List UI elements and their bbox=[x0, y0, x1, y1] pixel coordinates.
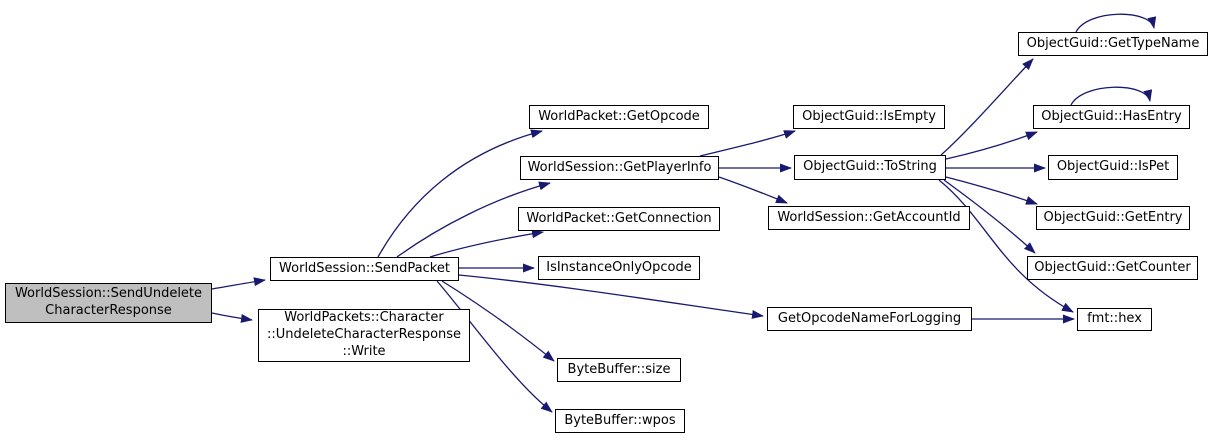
node-label: ObjectGuid::HasEntry bbox=[1041, 108, 1182, 124]
node-label: WorldPackets::Character ::UndeleteCharac… bbox=[266, 310, 462, 359]
edge-send-undelete-to-send-packet bbox=[211, 277, 266, 290]
node-objectguid-gettypename[interactable]: ObjectGuid::GetTypeName bbox=[1018, 32, 1208, 56]
node-worldpacket-getconnection[interactable]: WorldPacket::GetConnection bbox=[518, 207, 720, 231]
node-label: IsInstanceOnlyOpcode bbox=[546, 259, 692, 275]
node-objectguid-getentry[interactable]: ObjectGuid::GetEntry bbox=[1036, 206, 1190, 230]
edge-to-string-to-get-entry bbox=[945, 176, 1038, 205]
node-worldpacket-getopcode[interactable]: WorldPacket::GetOpcode bbox=[529, 105, 709, 129]
edge-send-packet-to-get-connection bbox=[429, 229, 544, 258]
edge-send-undelete-to-write bbox=[211, 312, 253, 323]
node-worldsession-getplayerinfo[interactable]: WorldSession::GetPlayerInfo bbox=[520, 156, 719, 180]
node-objectguid-ispet[interactable]: ObjectGuid::IsPet bbox=[1048, 155, 1178, 180]
edge-send-packet-to-get-opcode bbox=[377, 129, 543, 258]
node-label: ObjectGuid::IsPet bbox=[1056, 159, 1170, 175]
node-objectguid-getcounter[interactable]: ObjectGuid::GetCounter bbox=[1027, 256, 1198, 280]
node-label: fmt::hex bbox=[1087, 311, 1142, 327]
node-worldsession-sendpacket[interactable]: WorldSession::SendPacket bbox=[270, 257, 459, 281]
node-label: ByteBuffer::wpos bbox=[564, 412, 676, 428]
node-label: WorldSession::SendPacket bbox=[279, 260, 450, 276]
node-worldsession-getaccountid[interactable]: WorldSession::GetAccountId bbox=[768, 206, 970, 230]
edge-send-packet-to-byte-buffer-size bbox=[441, 280, 555, 362]
node-worldsession-sendundeletecharacterresponse: WorldSession::SendUndelete CharacterResp… bbox=[5, 283, 212, 323]
edge-to-string-to-fmt-hex bbox=[938, 179, 1074, 313]
node-worldpackets-character-undeletecharacterresponse-write[interactable]: WorldPackets::Character ::UndeleteCharac… bbox=[258, 309, 470, 362]
node-label: ObjectGuid::GetEntry bbox=[1043, 209, 1183, 225]
node-getopcodenameforlogging[interactable]: GetOpcodeNameForLogging bbox=[767, 307, 972, 331]
edge-has-entry-self-loop bbox=[1070, 86, 1153, 106]
node-label: ByteBuffer::size bbox=[567, 361, 671, 377]
edge-send-packet-to-get-player-info bbox=[396, 181, 551, 258]
node-bytebuffer-size[interactable]: ByteBuffer::size bbox=[557, 358, 681, 382]
node-fmt-hex[interactable]: fmt::hex bbox=[1077, 308, 1152, 331]
node-label: ObjectGuid::GetCounter bbox=[1034, 259, 1191, 275]
node-label: ObjectGuid::GetTypeName bbox=[1026, 35, 1200, 51]
edge-to-string-to-get-counter bbox=[943, 179, 1036, 254]
node-bytebuffer-wpos[interactable]: ByteBuffer::wpos bbox=[555, 409, 685, 433]
edge-to-string-to-get-type-name bbox=[940, 58, 1034, 156]
node-label: WorldPacket::GetOpcode bbox=[538, 108, 700, 124]
edge-get-player-info-to-is-empty bbox=[699, 130, 796, 157]
node-objectguid-isempty[interactable]: ObjectGuid::IsEmpty bbox=[793, 105, 945, 129]
node-label: ObjectGuid::ToString bbox=[803, 159, 937, 175]
edge-send-packet-to-byte-buffer-wpos bbox=[436, 280, 553, 413]
node-label: WorldSession::SendUndelete CharacterResp… bbox=[14, 286, 203, 318]
edge-get-type-name-self-loop bbox=[1075, 13, 1157, 33]
edge-to-string-to-has-entry bbox=[945, 131, 1038, 160]
edge-send-packet-to-get-opcode-name-for-logging bbox=[458, 274, 764, 319]
node-label: WorldSession::GetAccountId bbox=[777, 209, 961, 225]
node-objectguid-tostring[interactable]: ObjectGuid::ToString bbox=[794, 155, 946, 180]
node-label: ObjectGuid::IsEmpty bbox=[802, 108, 936, 124]
edge-get-player-info-to-get-account-id bbox=[718, 176, 788, 204]
node-label: WorldSession::GetPlayerInfo bbox=[527, 159, 712, 175]
node-label: GetOpcodeNameForLogging bbox=[777, 310, 962, 326]
node-isinstanceonlyopcode[interactable]: IsInstanceOnlyOpcode bbox=[538, 256, 700, 280]
node-objectguid-hasentry[interactable]: ObjectGuid::HasEntry bbox=[1033, 105, 1190, 129]
node-label: WorldPacket::GetConnection bbox=[526, 210, 712, 226]
